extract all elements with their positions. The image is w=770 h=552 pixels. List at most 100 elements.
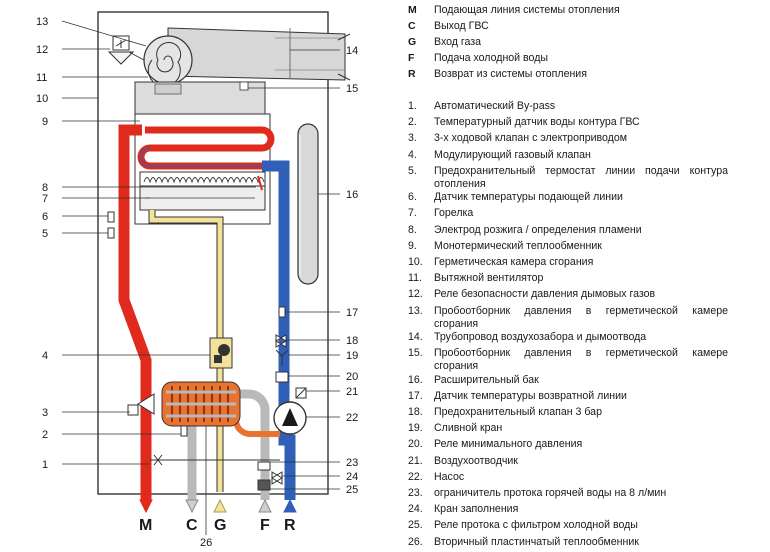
component-text: ограничитель протока горячей воды на 8 л… <box>434 486 667 499</box>
component-text: Реле протока с фильтром холодной воды <box>434 519 638 532</box>
callout-1: 1 <box>42 459 48 471</box>
callout-10: 10 <box>36 93 48 105</box>
safety-valve <box>275 334 287 348</box>
pipe-letter-r: R <box>284 517 296 534</box>
callout-25: 25 <box>346 484 358 496</box>
component-text: 3-х ходовой клапан с электроприводом <box>434 132 628 145</box>
connection-row: F Подача холодной воды <box>400 52 768 68</box>
exhaust-fan <box>143 35 193 87</box>
component-row: 8.Электрод розжига / определения пламени <box>400 224 768 240</box>
component-number: 7. <box>408 207 417 220</box>
component-number: 12. <box>408 288 423 301</box>
component-number: 23. <box>408 486 423 499</box>
min-pressure-switch <box>275 371 289 383</box>
callout-14: 14 <box>346 45 358 57</box>
outlet-arrows <box>139 498 297 514</box>
flow-sensor <box>107 211 115 223</box>
component-text: Пробоотборник давления в герметической к… <box>434 347 728 373</box>
component-text: Монотермический теплообменник <box>434 239 602 252</box>
connection-row: R Возврат из системы отопления <box>400 68 768 84</box>
component-text: Предохранительный клапан 3 бар <box>434 406 602 419</box>
component-row: 24.Кран заполнения <box>400 503 768 519</box>
component-number: 25. <box>408 519 423 532</box>
callout-9: 9 <box>42 116 48 128</box>
callout-2: 2 <box>42 429 48 441</box>
component-number: 15. <box>408 347 423 360</box>
component-row: 10.Герметическая камера сгорания <box>400 256 768 272</box>
component-text: Вытяжной вентилятор <box>434 272 544 285</box>
component-row: 20. Реле минимального давления <box>400 438 768 454</box>
component-text: Кран заполнения <box>434 503 519 516</box>
component-number: 14. <box>408 331 423 343</box>
callout-19: 19 <box>346 350 358 362</box>
component-number: 22. <box>408 470 423 483</box>
component-number: 8. <box>408 223 417 236</box>
callout-11: 11 <box>36 72 47 84</box>
component-row: 13. Пробоотборник давления в герметическо… <box>400 305 768 331</box>
flue-pressure-switch <box>107 35 135 65</box>
component-text: Автоматический By-pass <box>434 100 556 112</box>
component-text: Воздухоотводчик <box>434 454 518 467</box>
component-number: 17. <box>408 389 423 402</box>
component-number: 1. <box>408 100 417 112</box>
component-number: 20. <box>408 438 423 451</box>
callout-26: 26 <box>200 537 212 549</box>
component-row: 14. Трубопровод воздухозабора и дымоотвод… <box>400 331 768 347</box>
callout-13: 13 <box>36 16 48 28</box>
pressure-test-point <box>239 81 249 91</box>
orange-pipe <box>233 419 280 437</box>
connection-key: M <box>408 4 417 16</box>
component-row: 22.Насос <box>400 471 768 487</box>
component-row: 6. Датчик температуры подающей линии <box>400 191 768 207</box>
primary-heat-exchanger <box>137 126 275 170</box>
component-row: 2.Температурный датчик воды контура ГВС <box>400 116 768 132</box>
boiler-schematic: 13 12 11 10 9 8 7 6 5 4 3 2 1 14 15 16 1… <box>36 11 358 549</box>
component-text: Сливной кран <box>434 422 503 435</box>
safety-thermostat <box>107 227 115 239</box>
callout-6: 6 <box>42 211 48 223</box>
connection-key: G <box>408 36 417 48</box>
fill-tap <box>271 471 283 485</box>
legend: M Подающая линия системы отопления C Вых… <box>400 4 768 552</box>
drain-tap <box>275 349 289 366</box>
flow-limiter <box>257 461 271 471</box>
pipe-letter-c: C <box>186 517 198 534</box>
component-number: 9. <box>408 239 417 252</box>
component-text: Датчик температуры подающей линии <box>434 191 623 204</box>
component-number: 11. <box>408 272 422 285</box>
burner <box>139 171 266 211</box>
callout-17: 17 <box>346 307 358 319</box>
connection-text: Выход ГВС <box>434 20 489 32</box>
component-number: 13. <box>408 304 423 317</box>
connection-key: R <box>408 68 416 80</box>
connections-list: M Подающая линия системы отопления C Вых… <box>400 4 768 84</box>
connection-text: Подача холодной воды <box>434 52 549 64</box>
component-number: 6. <box>408 191 417 204</box>
component-row: 16.Расширительный бак <box>400 374 768 390</box>
air-vent <box>295 387 307 399</box>
component-text: Трубопровод воздухозабора и дымоотвода <box>434 331 647 343</box>
pipe-letter-g: G <box>214 517 226 534</box>
callout-22: 22 <box>346 412 358 424</box>
connection-key: C <box>408 20 416 32</box>
component-text: Предохранительный термостат линии подачи… <box>434 164 728 190</box>
component-row: 25. Реле протока с фильтром холодной воды <box>400 519 768 535</box>
component-text: Вторичный пластинчатый теплообменник <box>434 535 639 548</box>
flow-switch <box>257 479 271 491</box>
dhw-sensor <box>180 425 188 437</box>
component-text: Реле минимального давления <box>434 438 583 451</box>
component-text: Герметическая камера сгорания <box>434 255 594 268</box>
boiler-casing <box>97 11 329 495</box>
callout-23: 23 <box>346 457 358 469</box>
connection-row: G Вход газа <box>400 36 768 52</box>
pipe-letter-m: M <box>139 517 152 534</box>
component-text: Реле безопасности давления дымовых газов <box>434 288 656 301</box>
expansion-tank <box>297 123 319 285</box>
component-number: 21. <box>408 454 423 467</box>
return-pipe <box>262 160 296 500</box>
pump <box>273 401 307 435</box>
component-number: 18. <box>408 406 423 419</box>
component-text: Пробоотборник давления в герметической к… <box>434 304 728 330</box>
component-row: 1. Автоматический By-pass <box>400 100 768 116</box>
ignition-electrode <box>257 175 263 191</box>
